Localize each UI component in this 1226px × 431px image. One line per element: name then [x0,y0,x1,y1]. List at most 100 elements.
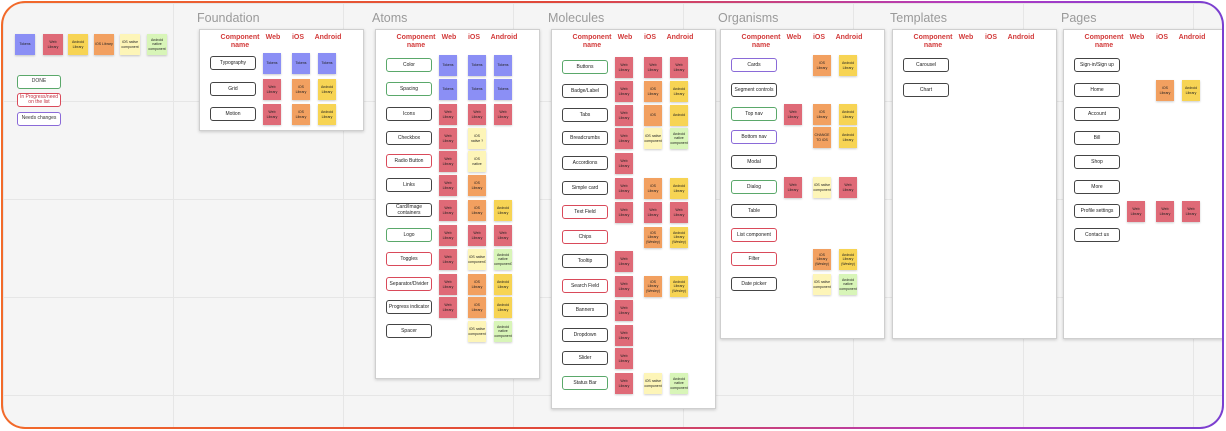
status-sticky[interactable]: Android Library [494,297,512,318]
component-chip[interactable]: Profile settings [1074,204,1120,218]
status-sticky[interactable]: iOS Library (Wesley) [644,276,662,297]
status-sticky[interactable]: Tokens [292,53,310,74]
status-sticky[interactable]: iOS native [468,151,486,172]
status-sticky[interactable]: Web Library [615,373,633,394]
status-sticky[interactable]: Tokens [468,79,486,100]
component-chip[interactable]: Modal [731,155,777,169]
status-sticky[interactable]: iOS Library [644,178,662,199]
status-sticky[interactable]: iOS native ? [468,128,486,149]
status-sticky[interactable]: Web Library [1182,201,1200,222]
status-sticky[interactable]: Web Library [670,57,688,78]
status-sticky[interactable]: Web Library [615,57,633,78]
component-chip[interactable]: Toggles [386,252,432,266]
status-sticky[interactable]: Android Library (Wesley) [839,249,857,270]
component-chip[interactable]: List component [731,228,777,242]
status-sticky[interactable]: Web Library [644,57,662,78]
status-sticky[interactable]: iOS Library [468,297,486,318]
component-chip[interactable]: More [1074,180,1120,194]
component-chip[interactable]: Home [1074,83,1120,97]
legend-sticky[interactable]: Tokens [15,34,35,55]
status-sticky[interactable]: Android Library [494,200,512,221]
status-sticky[interactable]: Android [670,105,688,126]
status-sticky[interactable]: Web Library [615,202,633,223]
component-chip[interactable]: Carousel [903,58,949,72]
status-sticky[interactable]: Web Library [784,104,802,125]
status-sticky[interactable]: Web Library [615,325,633,346]
status-sticky[interactable]: iOS Library [468,200,486,221]
status-sticky[interactable]: Web Library [468,225,486,246]
status-sticky[interactable]: Web Library [615,300,633,321]
component-chip[interactable]: Spacing [386,82,432,96]
status-sticky[interactable]: Tokens [318,53,336,74]
status-sticky[interactable]: Android native component [670,373,688,394]
component-chip[interactable]: Sign-in/Sign up [1074,58,1120,72]
status-sticky[interactable]: Tokens [494,79,512,100]
status-sticky[interactable]: iOS native component [468,321,486,342]
component-chip[interactable]: Banners [562,303,608,317]
status-sticky[interactable]: iOS native component [644,373,662,394]
status-sticky[interactable]: CHANGE TO iOS [813,127,831,148]
status-sticky[interactable]: Web Library [439,249,457,270]
component-chip[interactable]: Dropdown [562,328,608,342]
status-sticky[interactable]: iOS Library [644,81,662,102]
status-sticky[interactable]: iOS Library [468,175,486,196]
status-sticky[interactable]: iOS native component [813,274,831,295]
status-sticky[interactable]: Web Library [439,297,457,318]
component-chip[interactable]: Motion [210,107,256,121]
legend-sticky[interactable]: Android Library [68,34,88,55]
component-chip[interactable]: Chart [903,83,949,97]
status-sticky[interactable]: Web Library [615,81,633,102]
legend-sticky[interactable]: Android native component [147,34,167,55]
status-legend-item[interactable]: In Progress/need on the list [17,93,61,107]
status-sticky[interactable]: iOS [644,105,662,126]
status-sticky[interactable]: Tokens [439,79,457,100]
status-sticky[interactable]: Web Library [439,175,457,196]
component-chip[interactable]: Card/Image containers [386,203,432,217]
component-chip[interactable]: Spacer [386,324,432,338]
component-chip[interactable]: Bill [1074,131,1120,145]
status-sticky[interactable]: Web Library [670,202,688,223]
component-chip[interactable]: Dialog [731,180,777,194]
status-sticky[interactable]: Web Library [263,79,281,100]
component-chip[interactable]: Search Field [562,279,608,293]
status-sticky[interactable]: iOS Library [292,104,310,125]
component-chip[interactable]: Buttons [562,60,608,74]
status-sticky[interactable]: Web Library [468,104,486,125]
component-chip[interactable]: Typography [210,56,256,70]
status-sticky[interactable]: iOS Library (Wesley) [813,249,831,270]
status-sticky[interactable]: iOS Library (Wesley) [644,227,662,248]
status-sticky[interactable]: Android Library [670,81,688,102]
status-sticky[interactable]: Web Library [439,200,457,221]
status-sticky[interactable]: Android native component [494,321,512,342]
status-sticky[interactable]: Web Library [439,225,457,246]
legend-sticky[interactable]: iOS native component [120,34,140,55]
status-sticky[interactable]: iOS native component [644,128,662,149]
status-sticky[interactable]: Web Library [644,202,662,223]
status-sticky[interactable]: Web Library [439,274,457,295]
status-sticky[interactable]: Web Library [439,128,457,149]
component-chip[interactable]: Cards [731,58,777,72]
status-sticky[interactable]: iOS native component [813,177,831,198]
status-sticky[interactable]: Web Library [784,177,802,198]
status-sticky[interactable]: Android Library (Wesley) [670,276,688,297]
component-chip[interactable]: Contact us [1074,228,1120,242]
component-chip[interactable]: Separator/Divider [386,277,432,291]
status-sticky[interactable]: Android Library [318,104,336,125]
component-chip[interactable]: Text Field [562,205,608,219]
legend-sticky[interactable]: iOS Library [94,34,114,55]
component-chip[interactable]: Logo [386,228,432,242]
status-sticky[interactable]: Android native component [839,274,857,295]
status-sticky[interactable]: Web Library [1127,201,1145,222]
component-chip[interactable]: Tabs [562,108,608,122]
status-sticky[interactable]: Web Library [439,151,457,172]
status-sticky[interactable]: Android Library (Wesley) [670,227,688,248]
status-legend-item[interactable]: DONE [17,75,61,89]
status-sticky[interactable]: Tokens [263,53,281,74]
status-sticky[interactable]: Web Library [615,105,633,126]
status-sticky[interactable]: iOS Library [813,104,831,125]
status-sticky[interactable]: iOS Library [468,274,486,295]
status-sticky[interactable]: Web Library [494,104,512,125]
status-sticky[interactable]: iOS Library [1156,80,1174,101]
status-sticky[interactable]: Web Library [439,104,457,125]
